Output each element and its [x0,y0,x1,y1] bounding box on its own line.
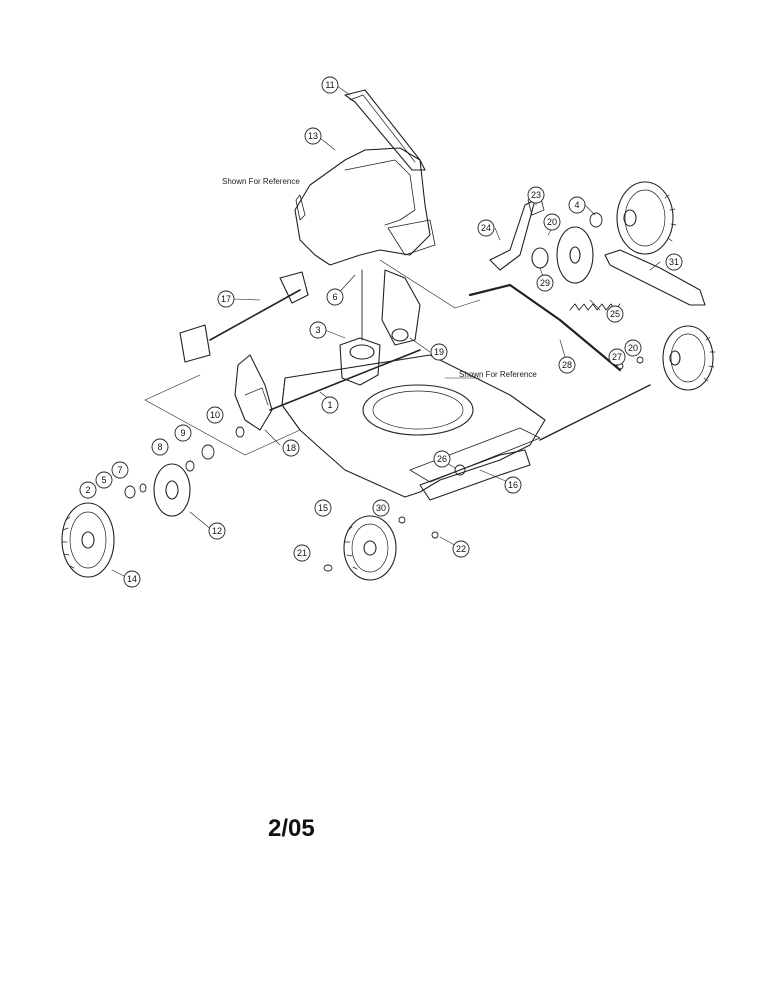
callout-11: 11 [325,80,334,90]
drive-control-rod [468,283,651,441]
mower-deck [281,354,546,498]
drive-gear [531,226,594,284]
callout-20b: 20 [628,343,638,353]
callout-29: 29 [540,278,550,288]
callout-19: 19 [434,347,444,357]
callout-1: 1 [327,400,332,410]
callout-31: 31 [669,257,679,267]
callout-14: 14 [127,574,137,584]
callout-28: 28 [562,360,572,370]
callout-10: 10 [210,410,220,420]
wheel-front-right [343,515,397,581]
callout-26: 26 [437,454,447,464]
rear-cover-reference [294,147,436,266]
pivot-bar [179,271,309,363]
callout-2: 2 [85,485,90,495]
height-lever [489,194,545,271]
callout-27: 27 [612,352,622,362]
callout-6: 6 [332,292,337,302]
callout-8: 8 [157,442,162,452]
callout-12: 12 [212,526,222,536]
callout-17: 17 [221,294,231,304]
rear-axle [269,349,421,411]
callout-23: 23 [531,190,541,200]
callout-9: 9 [180,428,185,438]
wheel-front-left [61,502,115,578]
assembly-outline-lines [144,259,481,456]
cutting-blade [604,249,706,306]
callout-7: 7 [117,465,122,475]
callout-24: 24 [481,223,491,233]
reference-note-top: Shown For Reference [222,177,300,186]
callout-21: 21 [297,548,307,558]
wheel-rear-far-right [662,325,716,391]
callout-4: 4 [574,200,579,210]
wheel-gear [153,463,191,517]
height-adjust-bracket-19 [381,269,421,346]
date-code: 2/05 [268,815,315,842]
callout-22: 22 [456,544,466,554]
callout-18: 18 [286,443,296,453]
drive-belt [344,89,426,171]
callout-30: 30 [376,503,386,513]
callout-16: 16 [508,480,518,490]
callout-20a: 20 [547,217,557,227]
transmission [339,269,381,386]
small-hardware [124,212,644,572]
callout-circles [79,76,683,588]
callout-5: 5 [101,475,106,485]
wheel-rear-right [616,181,677,255]
height-adjust-bracket-18 [234,354,273,431]
callout-13: 13 [308,131,318,141]
callout-15: 15 [318,503,328,513]
callout-3: 3 [315,325,320,335]
callout-numbers: 11 13 6 3 17 1 18 19 10 9 8 7 5 2 12 14 … [85,80,679,584]
reference-note-mid: Shown For Reference [459,370,537,379]
callout-25: 25 [610,309,620,319]
front-axle-housing [419,449,531,501]
extension-spring [569,303,621,311]
